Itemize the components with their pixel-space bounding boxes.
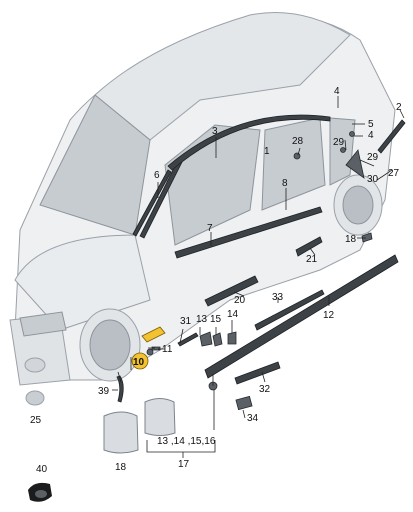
callout-21: 21	[306, 254, 318, 265]
callout-2: 2	[396, 102, 402, 113]
callout-8: 8	[282, 178, 288, 189]
parts-shapes	[25, 114, 406, 502]
callout-30: 30	[367, 174, 379, 185]
car-illustration	[9, 12, 396, 386]
callout-13: 13	[196, 314, 208, 325]
callout-14: 14	[227, 309, 239, 320]
callout-20: 20	[234, 295, 246, 306]
callout-4-mid: 4	[368, 130, 374, 141]
callout-4-top: 4	[334, 86, 340, 97]
callout-5: 5	[368, 119, 374, 130]
callout-15: 15	[210, 314, 222, 325]
callout-29-right: 29	[367, 152, 379, 163]
callout-28: 28	[292, 136, 304, 147]
callout-18-bag: 18	[115, 462, 127, 473]
callout-7: 7	[207, 223, 213, 234]
callout-33: 33	[272, 292, 284, 303]
callout-25: 25	[30, 415, 42, 426]
callout-1: 1	[264, 146, 270, 157]
callout-40: 40	[36, 464, 48, 475]
callout-11: 11	[162, 344, 173, 355]
callout-18-clip: 18	[345, 234, 357, 245]
callout-12: 12	[323, 310, 335, 321]
callout-31: 31	[180, 316, 192, 327]
callout-10-highlight	[131, 352, 149, 370]
callout-3: 3	[212, 126, 218, 137]
callout-6: 6	[154, 170, 160, 181]
callout-10: 10	[133, 357, 145, 368]
highlight-part-10	[141, 326, 166, 343]
callout-39: 39	[98, 386, 110, 397]
callout-27: 27	[388, 168, 400, 179]
bag-group-label: 13 ,14 ,15,16	[157, 436, 216, 447]
callout-17: 17	[178, 459, 190, 470]
callout-29-left: 29	[333, 137, 345, 148]
callout-34: 34	[247, 413, 259, 424]
callout-labels: 1 2 3 4 5 6 7 8 10 11 12 13 14 15 17 18 …	[30, 86, 402, 475]
callout-32: 32	[259, 384, 271, 395]
leader-lines	[112, 96, 405, 458]
